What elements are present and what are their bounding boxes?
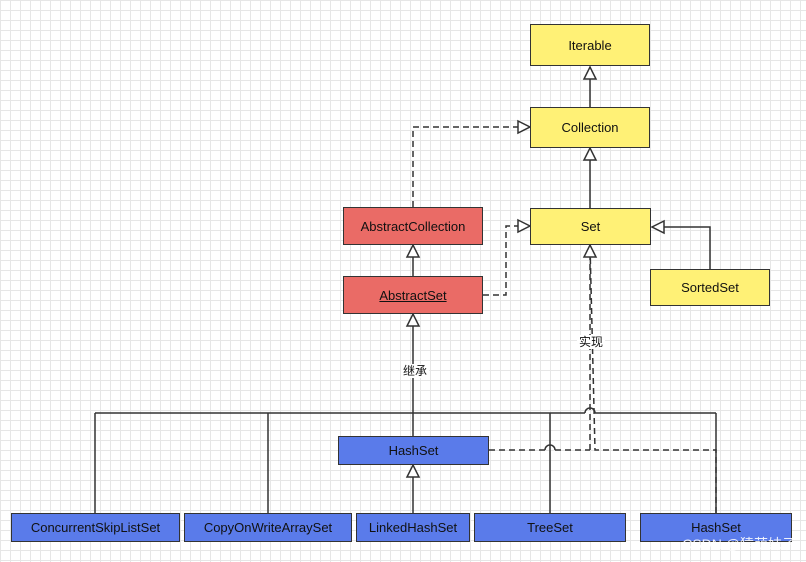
- node-set-label: Set: [580, 219, 601, 234]
- node-copyonwritearrayset: CopyOnWriteArraySet: [184, 513, 352, 542]
- edge-abstractcollection-collection: [412, 126, 530, 207]
- node-set: Set: [530, 208, 651, 245]
- node-concurrentskiplistset-label: ConcurrentSkipListSet: [30, 520, 161, 535]
- node-treeset: TreeSet: [474, 513, 626, 542]
- csdn-watermark: CSDN @猿萌妹子: [682, 536, 796, 552]
- node-iterable: Iterable: [530, 24, 650, 66]
- node-hashset-bottom: HashSet: [640, 513, 792, 542]
- edge-abstractset-set: [483, 225, 530, 296]
- node-hashset-mid: HashSet: [338, 436, 489, 465]
- node-sortedset: SortedSet: [650, 269, 770, 306]
- node-concurrentskiplistset: ConcurrentSkipListSet: [11, 513, 180, 542]
- node-linkedhashset: LinkedHashSet: [356, 513, 470, 542]
- node-abstractcollection: AbstractCollection: [343, 207, 483, 245]
- node-collection-label: Collection: [561, 120, 619, 135]
- node-hashset-mid-label: HashSet: [388, 443, 439, 458]
- edge-implement-set: [589, 244, 717, 513]
- node-linkedhashset-label: LinkedHashSet: [368, 520, 458, 535]
- node-iterable-label: Iterable: [568, 37, 612, 53]
- node-treeset-label: TreeSet: [527, 520, 573, 535]
- node-abstractcollection-label: AbstractCollection: [360, 218, 466, 234]
- node-hashset-bottom-label: HashSet: [691, 520, 741, 535]
- edge-sortedset-set: [652, 226, 711, 269]
- node-abstractset-label: AbstractSet: [379, 287, 447, 303]
- label-implement: 实现: [577, 335, 606, 349]
- node-collection: Collection: [530, 107, 650, 148]
- node-abstractset: AbstractSet: [343, 276, 483, 314]
- node-sortedset-label: SortedSet: [681, 280, 739, 295]
- label-inherit: 继承: [401, 364, 430, 378]
- node-copyonwritearrayset-label: CopyOnWriteArraySet: [203, 520, 333, 535]
